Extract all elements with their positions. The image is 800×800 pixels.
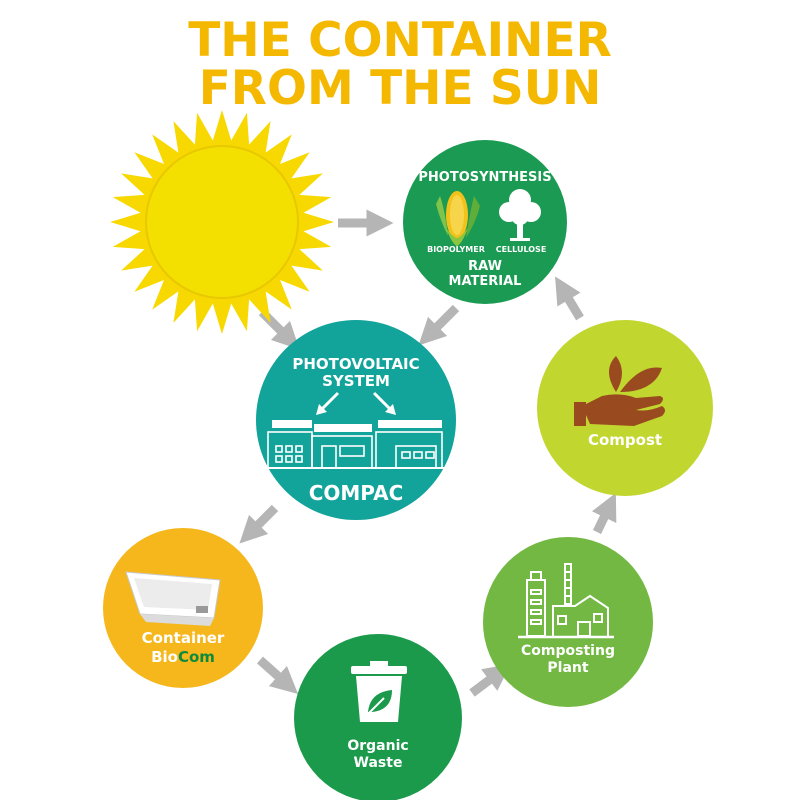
- composting-plant-line-2: Plant: [547, 660, 588, 676]
- composting-plant-line-1: Composting: [521, 643, 615, 659]
- node-composting-plant: Composting Plant: [483, 537, 653, 707]
- hand-leaves-icon: [574, 356, 665, 426]
- organic-waste-line-1: Organic: [347, 738, 408, 754]
- compost-label: Compost: [588, 431, 662, 449]
- arrow-composting-plant-to-compost: [591, 492, 617, 534]
- composting-plant-icon: [518, 563, 614, 639]
- title-line-2: FROM THE SUN: [199, 61, 602, 116]
- node-container: Container BioCom: [103, 528, 263, 688]
- raw-material-heading: PHOTOSYNTHESIS: [418, 170, 551, 185]
- energy-arrows-icon: [316, 391, 396, 415]
- tree-icon: [499, 189, 541, 241]
- title-line-1: THE CONTAINER: [188, 13, 612, 68]
- arrow-raw-material-to-compac: [418, 304, 460, 346]
- node-raw-material: PHOTOSYNTHESIS BIOPOLYMER CELLULOSE RAW …: [403, 140, 567, 304]
- label-cellulose: CELLULOSE: [496, 245, 547, 254]
- factory-icon: [260, 420, 452, 469]
- arrow-container-to-organic-waste: [257, 656, 299, 694]
- arrow-organic-waste-to-composting-plant: [469, 663, 511, 697]
- raw-material-line-1: RAW: [468, 259, 502, 274]
- tray-icon: [125, 571, 221, 626]
- brand-part-bio: Bio: [151, 648, 178, 666]
- node-organic-waste: Organic Waste: [294, 634, 462, 800]
- container-brand: BioCom: [151, 648, 215, 666]
- arrow-compost-to-raw-material: [555, 276, 584, 321]
- compac-label: COMPAC: [309, 481, 404, 505]
- raw-material-line-2: MATERIAL: [449, 274, 522, 289]
- waste-bin-leaf-icon: [351, 661, 407, 722]
- sun-icon: [110, 110, 334, 334]
- compac-heading-2: SYSTEM: [322, 372, 390, 390]
- organic-waste-line-2: Waste: [354, 755, 403, 771]
- node-compac: PHOTOVOLTAIC SYSTEM: [256, 320, 456, 520]
- node-compost: Compost: [537, 320, 713, 496]
- arrow-compac-to-container: [239, 504, 279, 544]
- compac-heading-1: PHOTOVOLTAIC: [292, 355, 419, 373]
- container-line-1: Container: [142, 629, 225, 647]
- brand-part-com: Com: [178, 648, 215, 666]
- corn-icon: [436, 191, 480, 246]
- label-biopolymer: BIOPOLYMER: [427, 245, 485, 254]
